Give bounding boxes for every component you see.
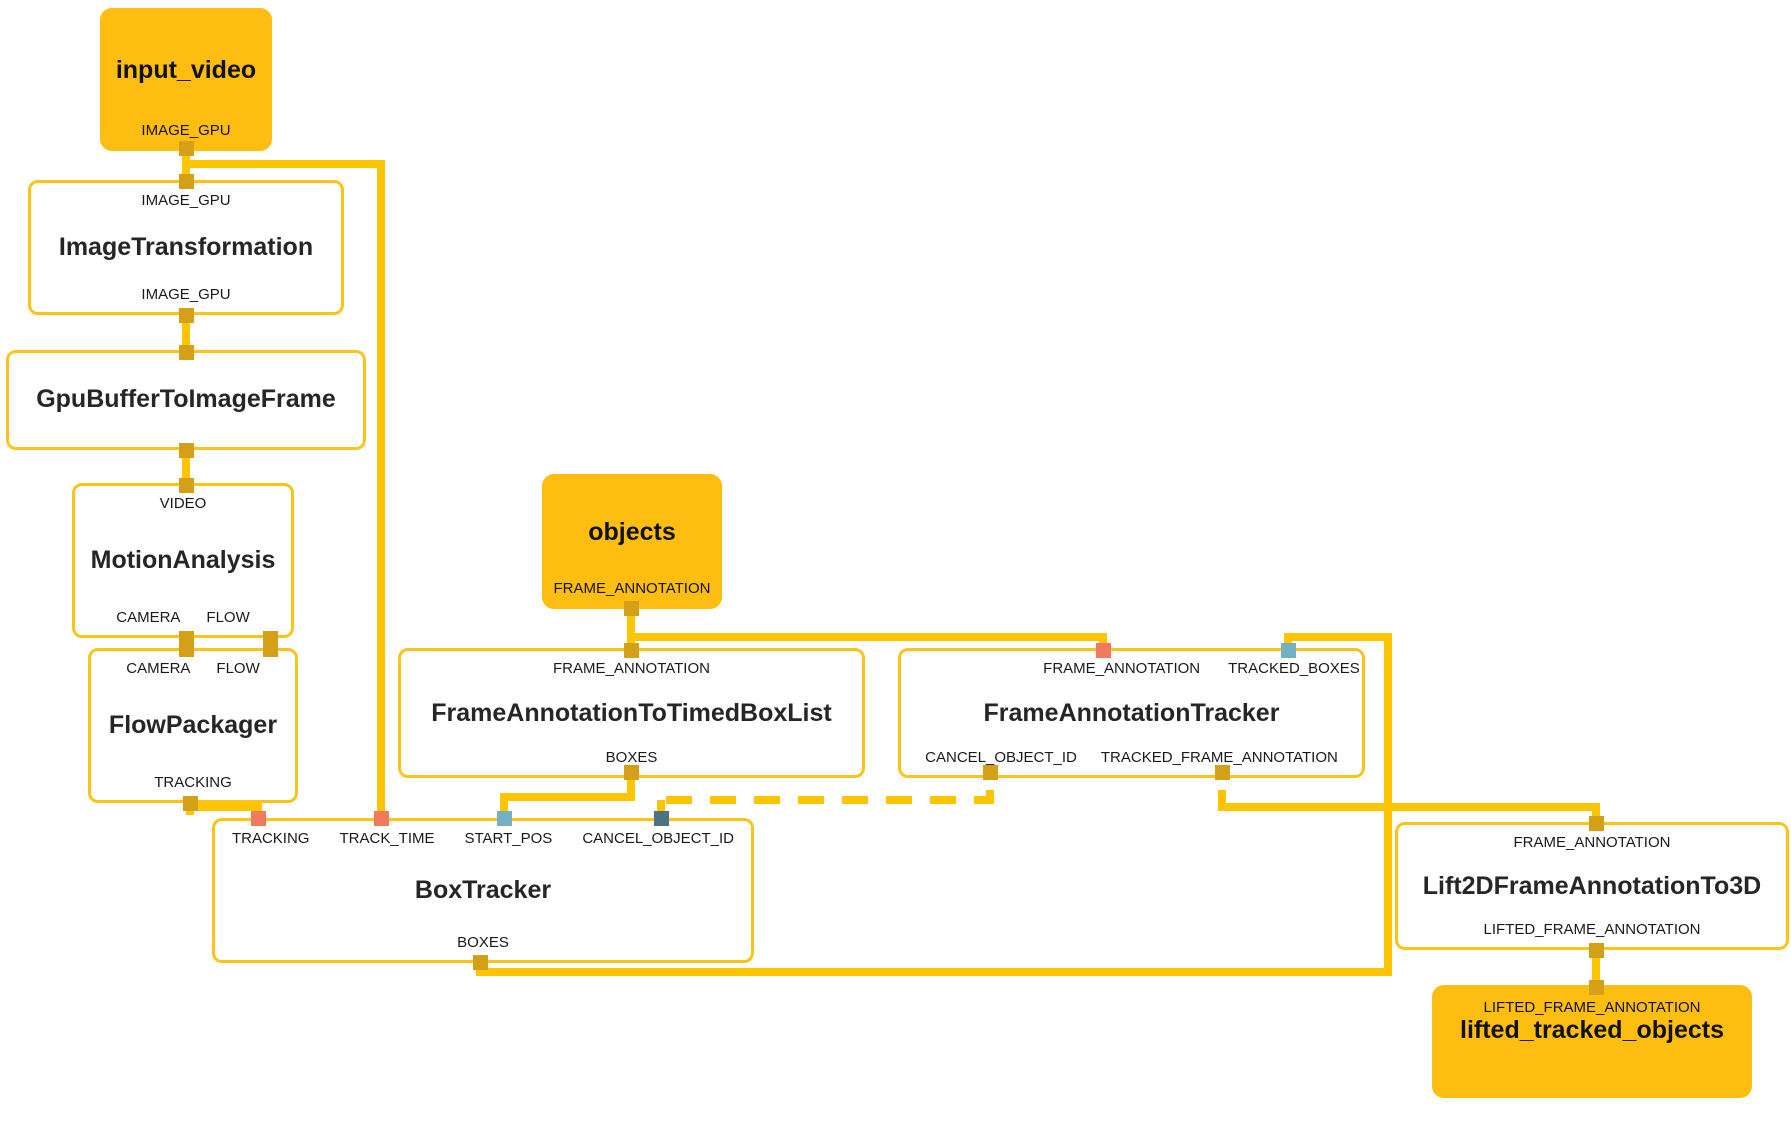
output-port-row: LIFTED_FRAME_ANNOTATION [1404, 920, 1780, 944]
output-port-row: FRAME_ANNOTATION [551, 579, 713, 603]
connector-objects-out[interactable] [624, 601, 639, 616]
input-port-row: VIDEO [81, 490, 285, 513]
port-image-gpu-out[interactable]: IMAGE_GPU [141, 285, 231, 303]
node-motion-analysis[interactable]: VIDEO MotionAnalysis CAMERA FLOW [72, 483, 294, 638]
port-boxes-out[interactable]: BOXES [605, 748, 658, 766]
port-boxes-out[interactable]: BOXES [457, 933, 509, 951]
port-tracking-out[interactable]: TRACKING [154, 773, 232, 791]
connector-fatbl-frame-annotation-in[interactable] [624, 643, 639, 658]
port-frame-annotation-in[interactable]: FRAME_ANNOTATION [553, 660, 710, 677]
output-port-row: CANCEL_OBJECT_ID TRACKED_FRAME_ANNOTATIO… [907, 748, 1356, 772]
port-image-gpu-in[interactable]: IMAGE_GPU [141, 192, 231, 209]
port-lifted-frame-annotation-in[interactable]: LIFTED_FRAME_ANNOTATION [1483, 999, 1701, 1016]
wire-flowpackager-to-boxtracker-tracking-2 [190, 803, 262, 815]
input-port-row: FRAME_ANNOTATION TRACKED_BOXES [837, 655, 1426, 678]
connector-input-video-out[interactable] [179, 141, 194, 156]
node-title: GpuBufferToImageFrame [36, 385, 336, 414]
connector-image-transformation-in[interactable] [179, 174, 194, 189]
connector-gpubuffer-in[interactable] [179, 345, 194, 360]
connector-lift2d-frame-annotation-in[interactable] [1589, 816, 1604, 831]
connector-gpubuffer-out[interactable] [179, 443, 194, 458]
connector-fatracker-tracked-boxes-in[interactable] [1281, 643, 1296, 658]
node-lift-2d-frame-annotation-to-3d[interactable]: FRAME_ANNOTATION Lift2DFrameAnnotationTo… [1395, 822, 1789, 950]
connector-lifted-tracked-objects-in[interactable] [1589, 980, 1604, 995]
port-camera-out[interactable]: CAMERA [116, 608, 181, 626]
port-flow-out[interactable]: FLOW [206, 608, 250, 626]
port-track-time-in[interactable]: TRACK_TIME [339, 830, 435, 847]
node-title: ImageTransformation [58, 233, 314, 262]
output-port-row: IMAGE_GPU [37, 285, 335, 309]
connector-boxtracker-cancel-object-id-in[interactable] [654, 811, 669, 826]
node-title: FrameAnnotationTracker [983, 698, 1280, 727]
node-title: objects [588, 518, 676, 546]
connector-image-transformation-out[interactable] [179, 308, 194, 323]
output-port-row: TRACKING [97, 773, 289, 797]
output-port-row: CAMERA FLOW [81, 608, 285, 632]
connector-motionanalysis-video-in[interactable] [179, 478, 194, 493]
node-objects[interactable]: objects FRAME_ANNOTATION [542, 474, 722, 609]
port-tracked-frame-annotation-out[interactable]: TRACKED_FRAME_ANNOTATION [1100, 748, 1338, 766]
port-tracking-in[interactable]: TRACKING [231, 830, 310, 847]
node-box-tracker[interactable]: TRACKING TRACK_TIME START_POS CANCEL_OBJ… [212, 818, 754, 963]
node-input-video[interactable]: input_video IMAGE_GPU [100, 8, 272, 151]
output-port-row: BOXES [221, 933, 745, 957]
connector-flowpackager-tracking-out[interactable] [183, 796, 198, 811]
port-image-gpu[interactable]: IMAGE_GPU [141, 121, 231, 139]
input-port-row: FRAME_ANNOTATION [407, 655, 856, 678]
port-video[interactable]: VIDEO [159, 495, 207, 512]
port-camera-in[interactable]: CAMERA [126, 660, 191, 677]
input-port-row: LIFTED_FRAME_ANNOTATION [1441, 994, 1743, 1017]
node-gpu-buffer-to-image-frame[interactable]: GpuBufferToImageFrame [6, 350, 366, 450]
input-port-row: TRACKING TRACK_TIME START_POS CANCEL_OBJ… [221, 825, 745, 848]
node-title: BoxTracker [414, 876, 552, 905]
connector-boxtracker-boxes-out[interactable] [473, 955, 488, 970]
connector-lift2d-lifted-frame-annotation-out[interactable] [1589, 943, 1604, 958]
connector-fatracker-cancel-object-id-out[interactable] [983, 765, 998, 780]
node-frame-annotation-tracker[interactable]: FRAME_ANNOTATION TRACKED_BOXES FrameAnno… [898, 648, 1365, 778]
connector-boxtracker-tracking-in[interactable] [251, 811, 266, 826]
port-cancel-object-id-in[interactable]: CANCEL_OBJECT_ID [582, 830, 735, 847]
port-frame-annotation-in[interactable]: FRAME_ANNOTATION [1043, 660, 1201, 677]
node-title: MotionAnalysis [90, 546, 276, 575]
node-title: FrameAnnotationToTimedBoxList [431, 698, 832, 727]
wire-cancelid-dashed [661, 790, 994, 804]
node-title: FlowPackager [108, 711, 278, 740]
input-port-row: CAMERA FLOW [97, 655, 289, 678]
connector-fatracker-frame-annotation-in[interactable] [1096, 643, 1111, 658]
port-frame-annotation-out[interactable]: FRAME_ANNOTATION [553, 579, 711, 597]
node-title: Lift2DFrameAnnotationTo3D [1422, 871, 1762, 900]
port-tracked-boxes-in[interactable]: TRACKED_BOXES [1228, 660, 1360, 677]
port-flow-in[interactable]: FLOW [216, 660, 260, 677]
input-port-row: FRAME_ANNOTATION [1404, 829, 1780, 852]
connector-boxtracker-start-pos-in[interactable] [497, 811, 512, 826]
node-image-transformation[interactable]: IMAGE_GPU ImageTransformation IMAGE_GPU [28, 180, 344, 315]
node-flow-packager[interactable]: CAMERA FLOW FlowPackager TRACKING [88, 648, 298, 803]
connector-flowpackager-flow-in[interactable] [263, 642, 278, 657]
connector-fatbl-boxes-out[interactable] [624, 765, 639, 780]
input-port-row: IMAGE_GPU [37, 187, 335, 210]
node-title: lifted_tracked_objects [1460, 1015, 1724, 1044]
connector-fatracker-tracked-frame-annotation-out[interactable] [1215, 765, 1230, 780]
port-start-pos-in[interactable]: START_POS [464, 830, 553, 847]
node-title: input_video [115, 56, 257, 84]
connector-boxtracker-track-time-in[interactable] [374, 811, 389, 826]
node-lifted-tracked-objects[interactable]: LIFTED_FRAME_ANNOTATION lifted_tracked_o… [1432, 985, 1752, 1098]
port-frame-annotation-in[interactable]: FRAME_ANNOTATION [1513, 834, 1671, 851]
port-cancel-object-id-out[interactable]: CANCEL_OBJECT_ID [925, 748, 1077, 766]
node-frame-annotation-to-timed-box-list[interactable]: FRAME_ANNOTATION FrameAnnotationToTimedB… [398, 648, 865, 778]
connector-flowpackager-camera-in[interactable] [179, 642, 194, 657]
wire-tfa-to-lift2d [1218, 790, 1600, 826]
port-lifted-frame-annotation-out[interactable]: LIFTED_FRAME_ANNOTATION [1483, 920, 1701, 938]
output-port-row: IMAGE_GPU [109, 121, 263, 145]
